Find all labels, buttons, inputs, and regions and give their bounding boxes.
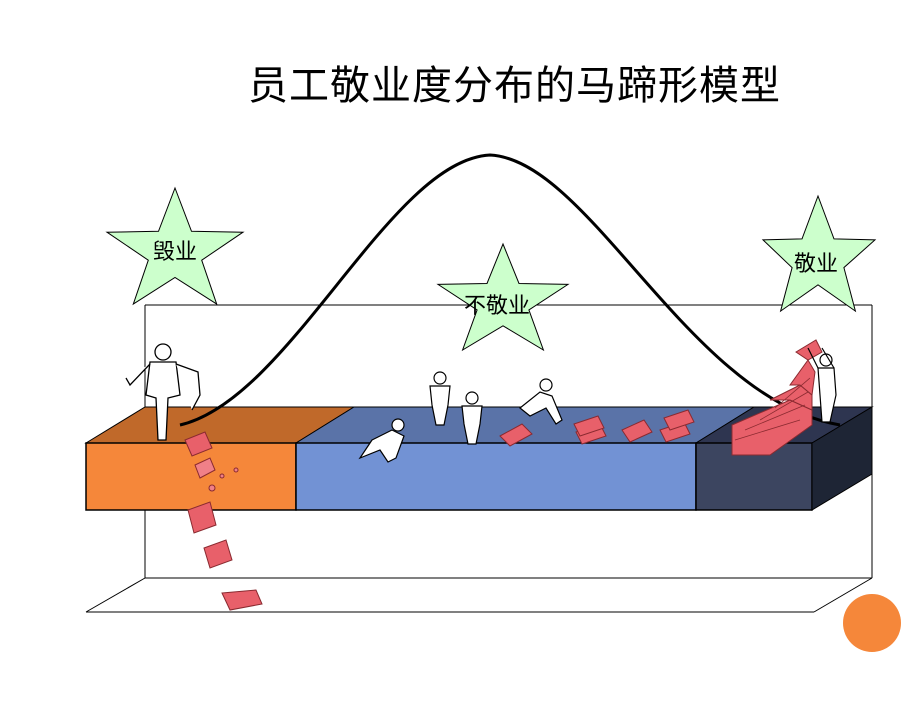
label-left-disengaged: 毁业 (153, 240, 197, 266)
middle-segment (296, 443, 696, 510)
label-right-engaged: 敬业 (794, 252, 838, 278)
label-middle-not-engaged: 不敬业 (464, 294, 530, 320)
accent-circle (843, 594, 901, 652)
